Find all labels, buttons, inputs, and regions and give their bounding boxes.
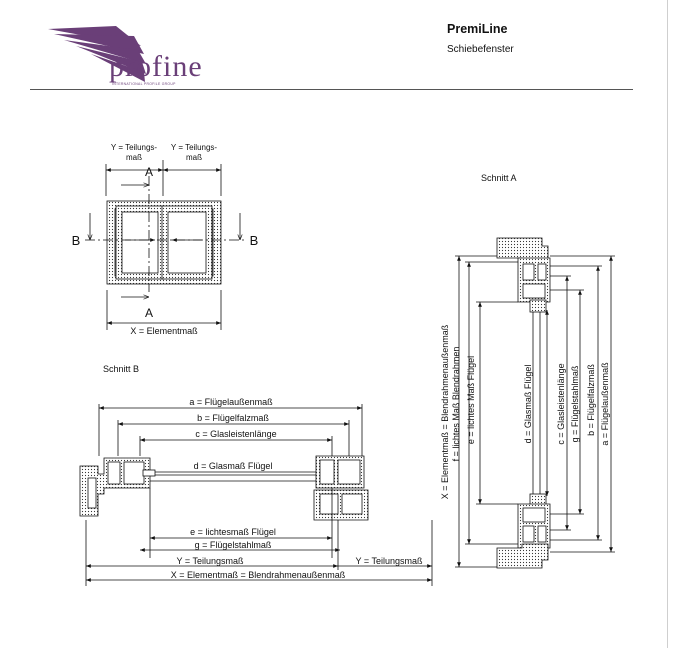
section-b-label-g: g = Flügelstahlmaß bbox=[195, 540, 272, 550]
front-x-label: X = Elementmaß bbox=[130, 326, 198, 336]
section-a-label-b: b = Flügelfalzmaß bbox=[586, 364, 596, 436]
brand-wordmark: profine bbox=[109, 50, 203, 83]
front-view bbox=[85, 160, 244, 330]
front-y-left-label: Y = Teilungs- bbox=[111, 143, 158, 152]
front-y-right-label: Y = Teilungs- bbox=[171, 143, 218, 152]
section-a-label-x: X = Elementmaß = Blendrahmenaußenmaß bbox=[440, 324, 450, 499]
profine-logo-icon bbox=[48, 26, 146, 82]
section-a-label-c: c = Glasleistenlänge bbox=[556, 363, 566, 444]
section-b-label-y-right: Y = Teilungsmaß bbox=[356, 556, 423, 566]
front-y-left-label-2: maß bbox=[126, 153, 142, 162]
section-a-label-f: f = lichtes Maß Blendrahmen bbox=[451, 347, 461, 462]
section-b-label-c: c = Glasleistenlänge bbox=[195, 429, 276, 439]
header-divider bbox=[30, 89, 633, 90]
section-a-label-a: a = Flügelaußenmaß bbox=[600, 362, 610, 446]
section-a-title: Schnitt A bbox=[481, 173, 517, 183]
section-a-marker-bottom: A bbox=[145, 306, 153, 320]
section-b-label-e: e = lichtesmaß Flügel bbox=[190, 527, 276, 537]
section-a-drawing bbox=[455, 237, 615, 569]
product-title: PremiLine bbox=[447, 22, 508, 36]
section-b-title: Schnitt B bbox=[103, 364, 139, 374]
section-b-label-d: d = Glasmaß Flügel bbox=[194, 461, 273, 471]
page-edge-line bbox=[667, 0, 668, 648]
section-a-marker-top: A bbox=[145, 165, 153, 179]
section-b-marker-left: B bbox=[72, 233, 81, 248]
section-b-label-x: X = Elementmaß = Blendrahmenaußenmaß bbox=[171, 570, 346, 580]
brand-tagline: INTERNATIONAL PROFILE GROUP bbox=[112, 82, 176, 86]
section-a-label-d: d = Glasmaß Flügel bbox=[523, 365, 533, 444]
section-a-label-g: g = Flügelstahlmaß bbox=[570, 365, 580, 442]
section-b-label-y-left: Y = Teilungsmaß bbox=[177, 556, 244, 566]
section-b-drawing bbox=[79, 404, 433, 586]
front-y-right-label-2: maß bbox=[186, 153, 202, 162]
section-b-label-a: a = Flügelaußenmaß bbox=[189, 397, 273, 407]
section-a-label-e: e = lichtes Maß Flügel bbox=[466, 356, 476, 444]
product-subtitle: Schiebefenster bbox=[447, 44, 514, 55]
section-b-label-b: b = Flügelfalzmaß bbox=[197, 413, 269, 423]
section-b-marker-right: B bbox=[250, 233, 259, 248]
